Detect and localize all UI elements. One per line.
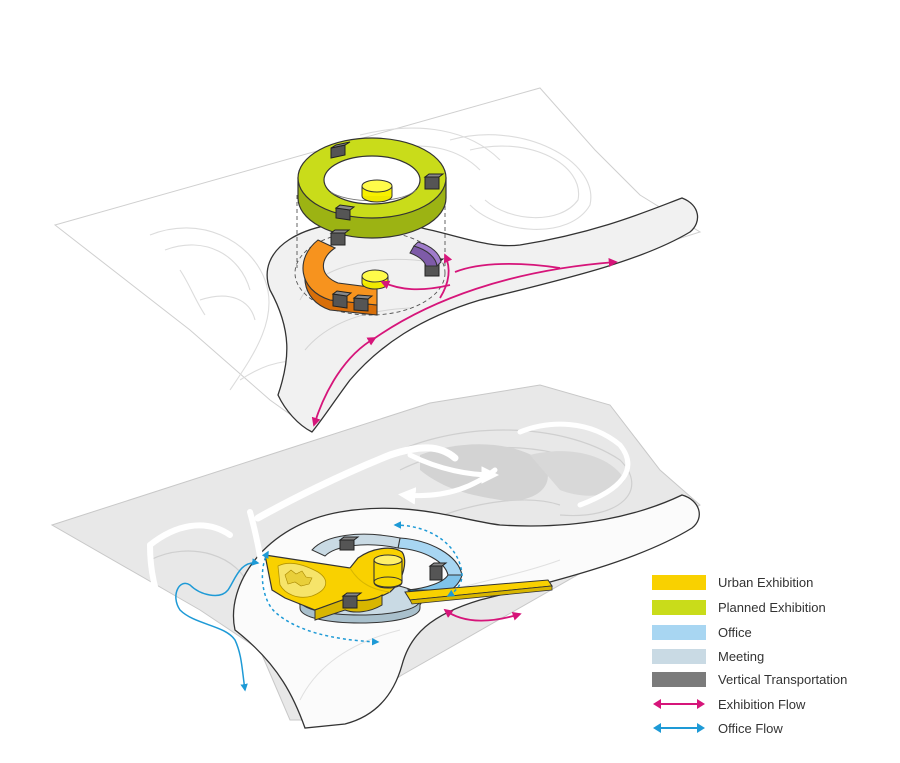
meeting-swatch <box>652 648 706 664</box>
upper-core-blocks <box>330 141 445 221</box>
legend-item-urban-exhibition: Urban Exhibition <box>652 572 813 592</box>
legend-label: Planned Exhibition <box>718 599 826 615</box>
planned-exhibition-swatch <box>652 599 706 615</box>
legend-label: Office Flow <box>718 720 783 736</box>
top-site-road <box>266 197 699 433</box>
lower-cylinder <box>361 269 389 290</box>
legend-item-vertical-transportation: Vertical Transportation <box>652 669 847 689</box>
office-swatch <box>652 624 706 640</box>
double-arrow-icon <box>653 723 705 733</box>
legend-label: Office <box>718 624 752 640</box>
legend-label: Meeting <box>718 648 765 664</box>
legend-item-planned-exhibition: Planned Exhibition <box>652 597 826 617</box>
center-cylinder <box>373 554 403 589</box>
legend-item-exhibition-flow: Exhibition Flow <box>652 694 805 714</box>
vertical-transportation-swatch <box>652 671 706 687</box>
upper-cylinder <box>361 179 393 203</box>
orange-exhibition-arc <box>302 239 378 316</box>
office-flow-arrows <box>175 521 463 692</box>
legend-label: Vertical Transportation <box>718 671 848 687</box>
double-arrow-icon <box>653 699 705 709</box>
legend-item-meeting: Meeting <box>652 646 764 666</box>
purple-module <box>409 241 442 268</box>
bottom-exhibition-flow-arrow <box>443 608 522 622</box>
urban-exhibition-swatch <box>652 574 706 590</box>
exhibition-flow-arrows <box>311 253 618 427</box>
legend-label: Urban Exhibition <box>718 574 814 590</box>
legend-item-office: Office <box>652 622 752 642</box>
legend-item-office-flow: Office Flow <box>652 718 783 738</box>
legend-label: Exhibition Flow <box>718 696 806 712</box>
top-building-model <box>294 137 447 316</box>
